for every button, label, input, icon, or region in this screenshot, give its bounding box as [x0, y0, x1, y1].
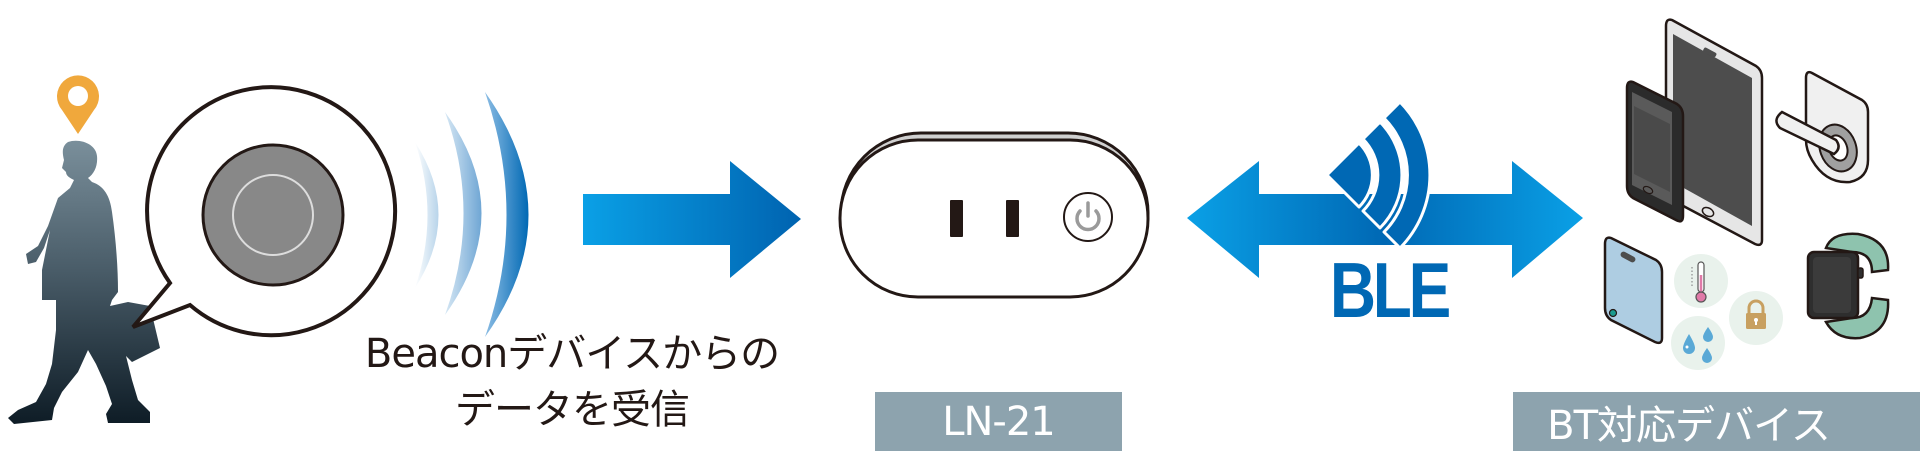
wireless-signal-icon: [1325, 100, 1432, 250]
right-arrow-icon: [583, 161, 801, 278]
ble-protocol-label: BLE: [1329, 246, 1451, 334]
devices-label: BT対応デバイス: [1513, 392, 1920, 451]
padlock-icon: [1729, 291, 1783, 345]
gateway-label-text: LN-21: [942, 398, 1056, 445]
power-icon: [1063, 192, 1113, 242]
outlet-slot: [950, 200, 963, 237]
smartphone-icon: [1625, 80, 1685, 223]
beacon-disc-icon: [201, 143, 345, 287]
signal-wave-icon: [415, 92, 529, 337]
gateway-label: LN-21: [875, 392, 1122, 451]
water-drop-icon: [1671, 316, 1725, 370]
smart-plug-icon: [838, 131, 1150, 299]
beacon-caption-line2: データを受信: [455, 387, 690, 433]
smartwatch-icon: [1806, 232, 1890, 340]
tablet-icon: [1664, 18, 1764, 247]
outlet-slot: [1006, 200, 1019, 237]
door-lever-icon: [1775, 70, 1870, 184]
beacon-caption-line1: Beaconデバイスからの: [364, 331, 780, 377]
tag-device-icon: [1603, 236, 1664, 345]
thermometer-icon: [1674, 254, 1728, 308]
location-pin-icon: [57, 75, 100, 134]
walking-businessman-icon: [8, 140, 160, 424]
devices-label-text: BT対応デバイス: [1547, 402, 1831, 449]
